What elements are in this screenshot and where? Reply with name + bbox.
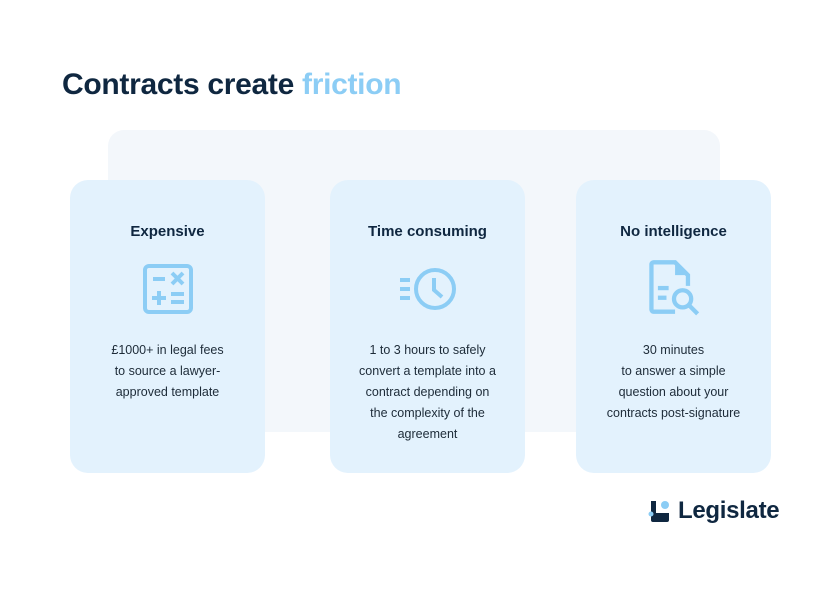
fast-clock-icon <box>399 268 456 310</box>
brand-name: Legislate <box>678 497 780 524</box>
card-title: Time consuming <box>368 223 487 240</box>
calculator-icon <box>142 264 193 314</box>
card-title: Expensive <box>130 223 205 240</box>
legislate-logo-icon <box>648 501 669 522</box>
document-search-icon <box>648 260 699 316</box>
title-accent: friction <box>302 68 402 101</box>
page-title: Contracts create friction <box>62 68 402 101</box>
legislate-logo: Legislate <box>648 497 780 525</box>
card-title: No intelligence <box>620 223 727 240</box>
